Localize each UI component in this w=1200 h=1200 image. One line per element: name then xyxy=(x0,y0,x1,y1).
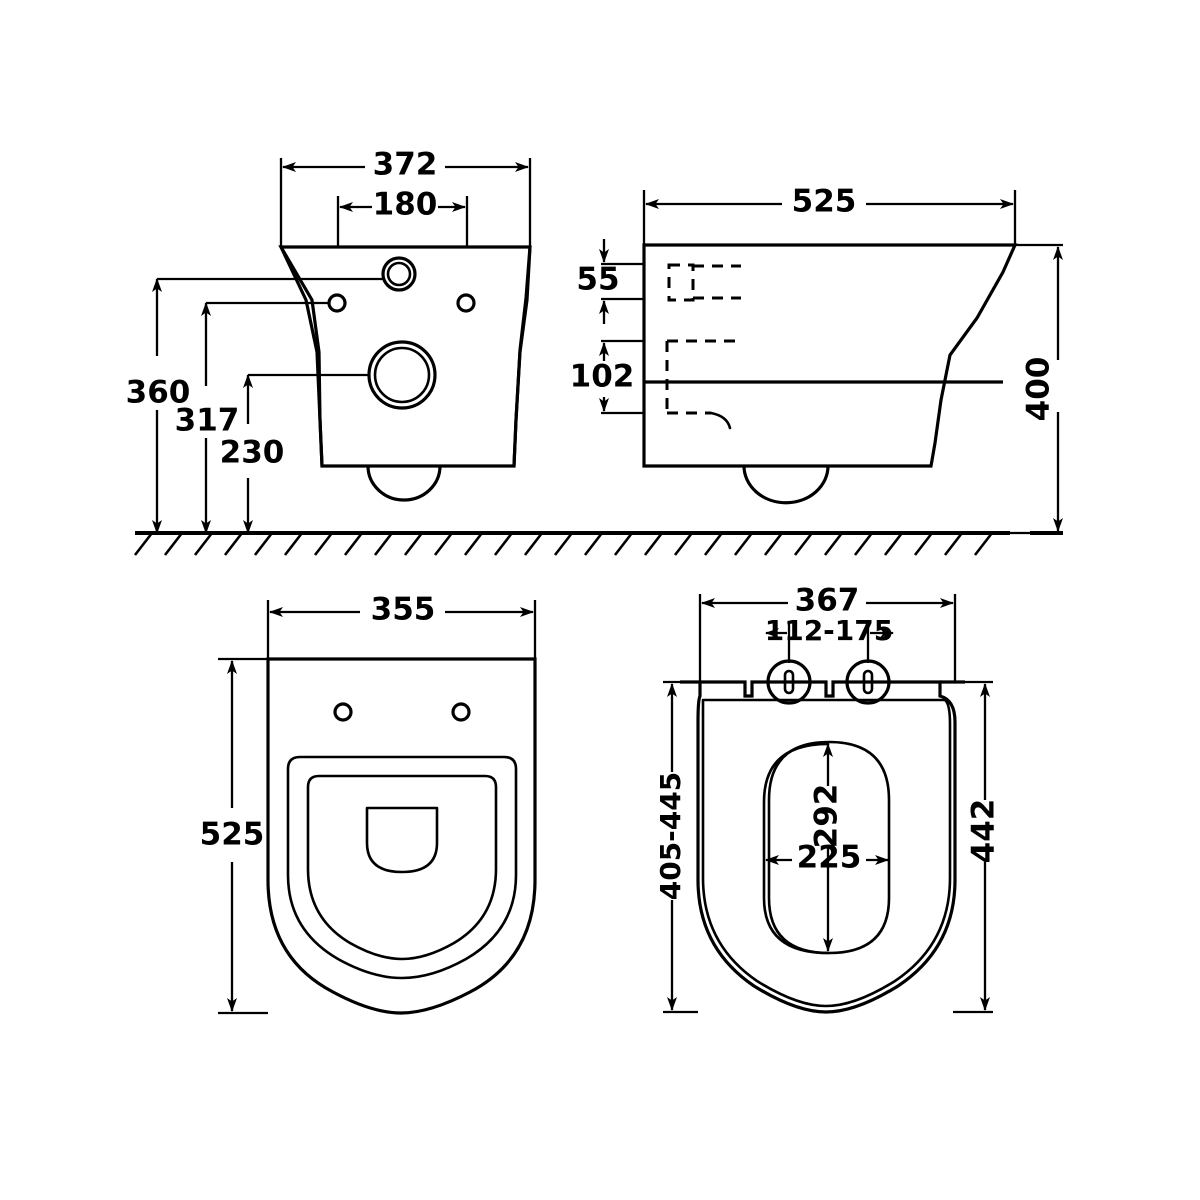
dim-label-230: 230 xyxy=(220,435,285,471)
dim-label-292: 292 xyxy=(809,784,845,849)
dimension-55-inlet: 55 xyxy=(576,239,644,324)
dimension-317-height: 317 xyxy=(175,302,240,534)
flush-inlet-circles xyxy=(381,256,417,292)
seat-inner-edge xyxy=(701,698,952,1008)
dim-label-442: 442 xyxy=(966,799,1002,864)
dimension-525-projection: 525 xyxy=(642,184,1017,245)
dimension-102-waste: 102 xyxy=(570,339,644,415)
dimension-405-445-range: 405-445 xyxy=(654,680,700,1014)
ground-line-with-hatching xyxy=(133,531,1063,556)
view-pan-plan: 355 525 xyxy=(200,592,537,1015)
dim-label-367: 367 xyxy=(795,583,860,619)
fixing-hole-right xyxy=(456,293,476,313)
dim-label-180: 180 xyxy=(373,187,438,223)
fixing-hole-left xyxy=(327,293,347,313)
dimension-112-175-hinge-spacing: 112-175 xyxy=(765,614,894,663)
dim-label-525-length: 525 xyxy=(200,817,265,853)
view-rear-elevation: 372 180 360 317 230 xyxy=(126,147,532,534)
dim-label-400: 400 xyxy=(1021,357,1057,422)
dim-label-355: 355 xyxy=(371,592,436,628)
dim-label-225: 225 xyxy=(797,840,862,876)
dimension-367-seat-width: 367 xyxy=(698,583,957,682)
plan-fixing-hole-left xyxy=(333,702,353,722)
view-seat-plan: 367 112-175 405-445 442 xyxy=(654,583,1002,1014)
plan-fixing-hole-right xyxy=(451,702,471,722)
dimension-400-height: 400 xyxy=(1010,243,1063,535)
pan-rear-outline xyxy=(278,245,532,502)
pan-side-outline xyxy=(642,243,1018,505)
pan-outlet-shape xyxy=(365,806,439,874)
pan-plan-outline xyxy=(266,657,537,1015)
dimension-355-width: 355 xyxy=(266,592,537,659)
dimension-225-aperture-width: 225 xyxy=(765,840,889,876)
dim-label-102: 102 xyxy=(570,359,635,395)
pan-rim-outer xyxy=(286,755,518,980)
waste-outlet-circles xyxy=(367,340,437,410)
dim-label-112-175: 112-175 xyxy=(765,614,894,647)
seat-outer-outline xyxy=(696,680,957,1014)
seat-aperture-left-arc xyxy=(762,742,830,955)
dim-label-372: 372 xyxy=(373,147,438,183)
dimension-372-width: 372 xyxy=(279,147,532,247)
hidden-internal-features xyxy=(665,263,741,430)
dim-label-55: 55 xyxy=(576,262,619,298)
dim-label-405-445: 405-445 xyxy=(654,772,687,901)
dim-label-525-projection: 525 xyxy=(792,184,857,220)
dimension-525-length: 525 xyxy=(200,657,268,1015)
dimension-180-fixing-spacing: 180 xyxy=(336,187,469,247)
dim-label-360: 360 xyxy=(126,375,191,411)
view-side-elevation: 525 55 102 400 xyxy=(570,184,1063,535)
dimension-360-height: 360 xyxy=(126,278,191,534)
pan-rim-inner xyxy=(306,774,498,961)
dimension-292-aperture-length: 292 xyxy=(809,743,845,952)
dimension-442-seat-length: 442 xyxy=(953,680,1002,1014)
dim-label-317: 317 xyxy=(175,403,240,439)
dimension-230-height: 230 xyxy=(220,374,285,534)
